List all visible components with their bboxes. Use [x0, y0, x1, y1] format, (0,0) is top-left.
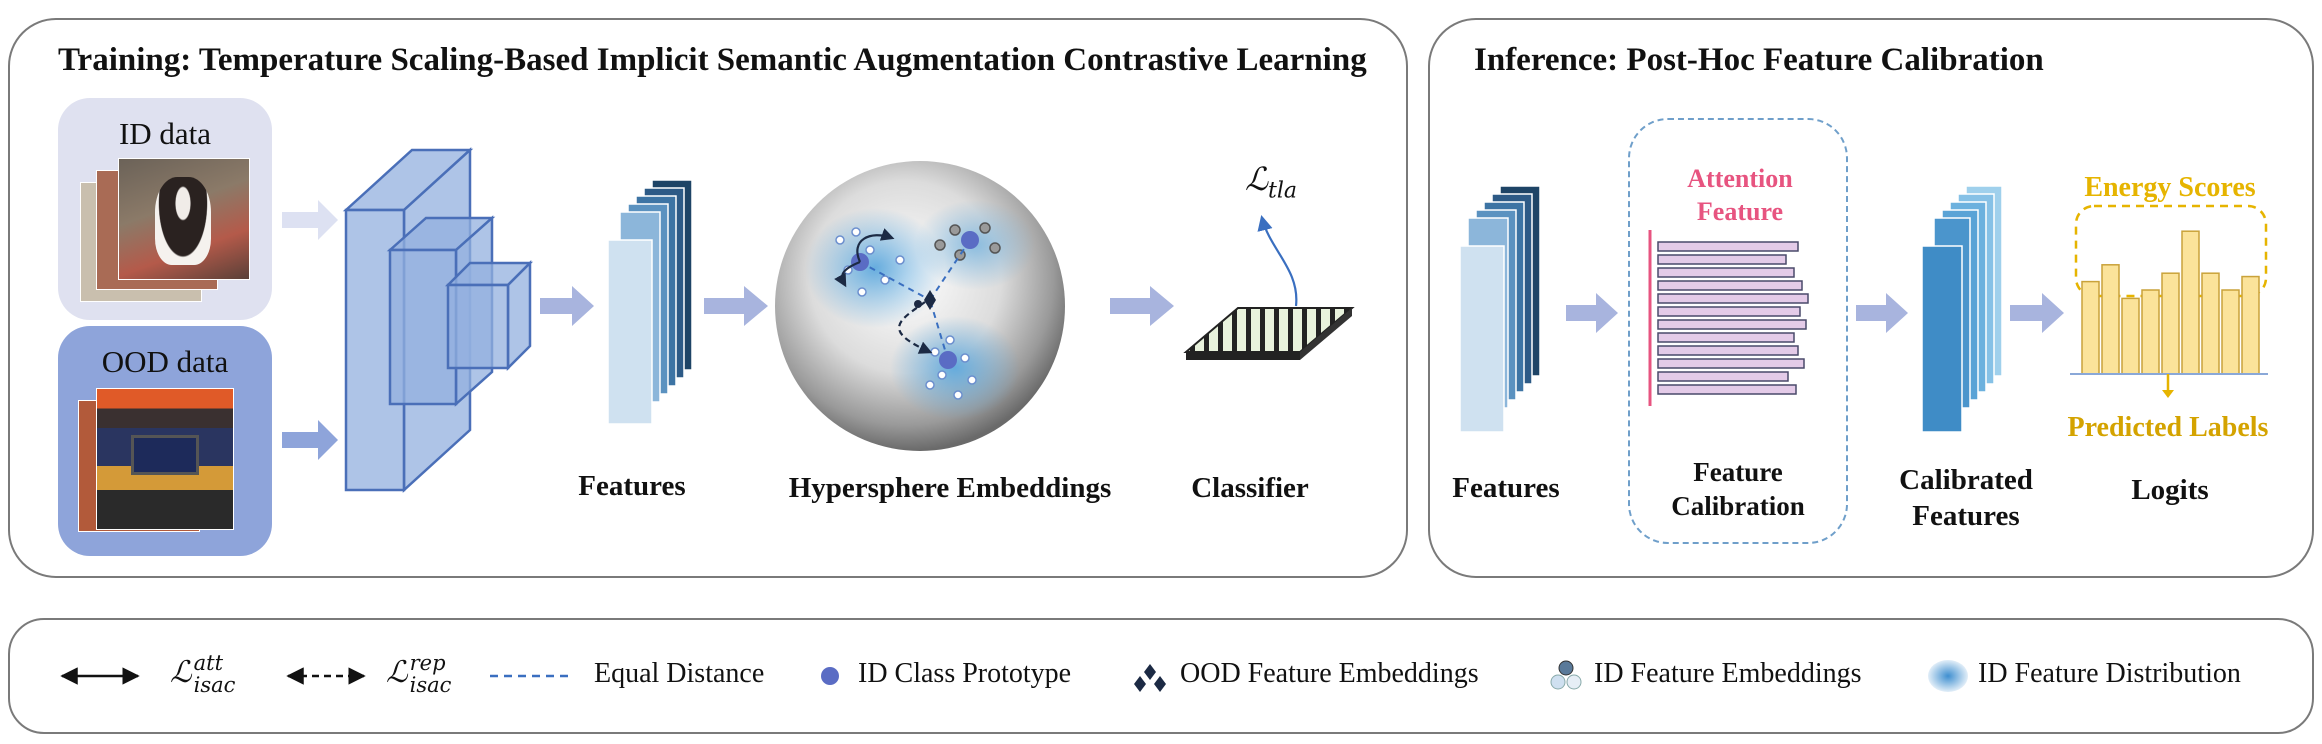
- legend-att-sub: isac: [193, 673, 236, 698]
- equal-distance-lines: [859, 239, 971, 361]
- ood-image-front: [96, 388, 234, 530]
- training-attraction-arrows: [834, 228, 933, 354]
- ood-feature-marker: [914, 290, 936, 310]
- legend-id-feature-distribution: ID Feature Distribution: [1978, 658, 2241, 689]
- legend-id-embedding-marker: [1550, 660, 1582, 690]
- ood-input-arrow: [282, 420, 338, 460]
- calibration-to-calibrated-arrow: [1856, 293, 1908, 333]
- features-to-sphere-arrow: [704, 286, 768, 326]
- id-input-arrow: [282, 200, 338, 240]
- attention-feature-label: Attention Feature: [1640, 163, 1840, 228]
- classifier-label: Classifier: [1191, 472, 1309, 504]
- id-image-front: [118, 158, 250, 280]
- class-prototypes: [851, 231, 979, 369]
- training-title: Training: Temperature Scaling-Based Impl…: [58, 42, 1367, 78]
- arcade-screen: [131, 435, 199, 475]
- loss-arrow: [1257, 215, 1298, 307]
- dog-picture: [155, 177, 211, 265]
- attention-line1: Attention: [1687, 164, 1793, 193]
- training-feature-maps: [607, 179, 693, 425]
- classifier-plate: [1183, 307, 1355, 360]
- cnn-to-features-arrow: [540, 286, 594, 326]
- logits-bars: [2081, 230, 2260, 375]
- training-features-label: Features: [578, 470, 686, 502]
- calibrated-feature-maps: [1921, 185, 2003, 433]
- id-embedding-dots: [835, 227, 977, 400]
- legend-id-class-prototype: ID Class Prototype: [858, 658, 1072, 689]
- ood-data-label: OOD data: [101, 344, 229, 379]
- legend-equal-distance: Equal Distance: [594, 658, 765, 689]
- legend-id-feature-embeddings: ID Feature Embeddings: [1594, 658, 1862, 689]
- logits-label: Logits: [2131, 474, 2209, 506]
- legend-rep-sup: rep: [409, 651, 446, 675]
- loss-tla-subscript: tla: [1268, 178, 1298, 204]
- feature-calibration-box: [1628, 118, 1848, 544]
- calibrated-line1: Calibrated: [1899, 464, 2033, 496]
- inference-feature-maps: [1459, 185, 1541, 433]
- attention-line2: Feature: [1696, 196, 1784, 226]
- id-data-label: ID data: [118, 116, 212, 151]
- cnn-encoder: [342, 147, 534, 493]
- loss-tla: ℒtla: [1245, 160, 1297, 203]
- calibrated-to-logits-arrow: [2010, 293, 2064, 333]
- energy-scores-label: Energy Scores: [2084, 172, 2256, 203]
- calibrated-features-label: Calibrated Features: [1876, 462, 2056, 535]
- feature-calibration-label: Feature Calibration: [1638, 456, 1838, 524]
- legend-att-sup: att: [193, 651, 224, 675]
- predicted-arrow-head: [2162, 390, 2174, 398]
- legend-distribution-blob: [1928, 660, 1968, 692]
- calibrated-line2: Features: [1912, 500, 2020, 533]
- hypersphere-label: Hypersphere Embeddings: [788, 472, 1112, 504]
- calib-line2: Calibration: [1671, 490, 1805, 521]
- inference-title: Inference: Post-Hoc Feature Calibration: [1474, 42, 2044, 78]
- legend-rep-sub: isac: [409, 673, 452, 698]
- predicted-labels-label: Predicted Labels: [2067, 412, 2269, 443]
- features-to-calibration-arrow: [1566, 293, 1618, 333]
- calib-line1: Feature: [1693, 457, 1783, 487]
- legend-ood-feature-embeddings: OOD Feature Embeddings: [1180, 658, 1479, 689]
- sphere-to-classifier-arrow: [1110, 286, 1174, 326]
- inference-features-label: Features: [1452, 472, 1560, 504]
- loss-tla-symbol: ℒ: [1245, 160, 1269, 198]
- legend-ood-marker: [1134, 664, 1166, 692]
- legend-prototype-dot: [821, 667, 839, 685]
- attention-feature-bars: [1657, 241, 1809, 395]
